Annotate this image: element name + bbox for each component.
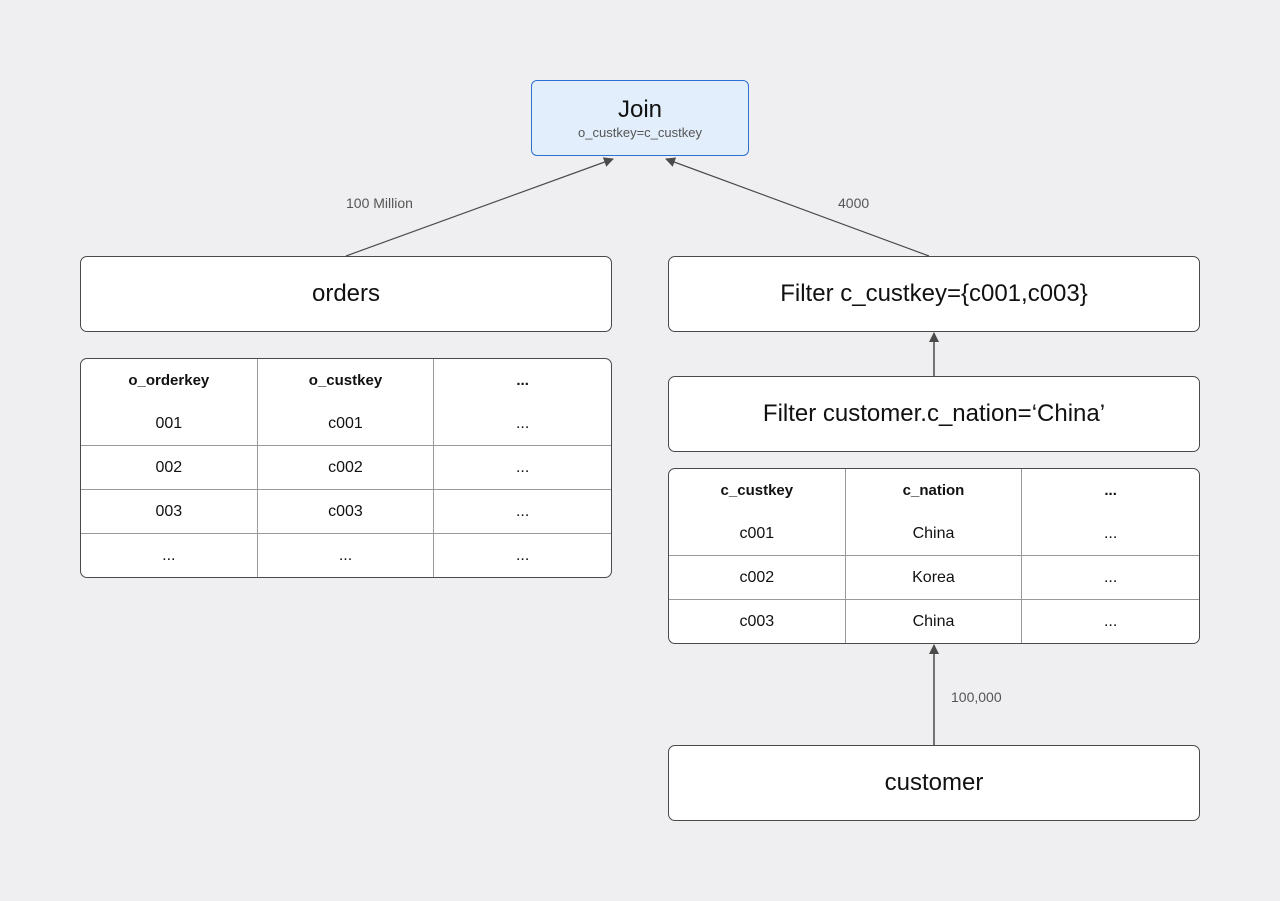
table-row: ... ... ... bbox=[81, 534, 611, 577]
column-header: c_nation bbox=[846, 469, 1023, 512]
table-header-row: c_custkey c_nation ... bbox=[669, 469, 1199, 512]
edge-label-filter: 4000 bbox=[838, 195, 870, 211]
table-cell: ... bbox=[258, 534, 435, 577]
orders-label: orders bbox=[311, 280, 381, 307]
table-cell: 002 bbox=[81, 446, 258, 490]
table-cell: China bbox=[846, 600, 1023, 643]
table-row: c003 China ... bbox=[669, 600, 1199, 643]
table-cell: c001 bbox=[257, 402, 435, 446]
column-header: c_custkey bbox=[669, 469, 846, 512]
filter-nation-label: Filter customer.c_nation=‘China’ bbox=[762, 400, 1106, 427]
edge-filter-to-join bbox=[665, 157, 930, 257]
table-header-row: o_orderkey o_custkey ... bbox=[81, 359, 611, 402]
customer-node: customer bbox=[668, 745, 1200, 821]
table-cell: ... bbox=[1022, 556, 1199, 600]
column-header: o_custkey bbox=[258, 359, 435, 402]
table-cell: c003 bbox=[257, 490, 435, 534]
table-cell: ... bbox=[1022, 512, 1199, 556]
table-cell: c001 bbox=[669, 512, 846, 556]
table-cell: ... bbox=[434, 490, 611, 534]
table-row: c001 China ... bbox=[669, 512, 1199, 556]
table-cell: 003 bbox=[81, 490, 258, 534]
orders-table: o_orderkey o_custkey ... 001 c001 ... 00… bbox=[80, 358, 612, 578]
table-row: c002 Korea ... bbox=[669, 556, 1199, 600]
table-row: 001 c001 ... bbox=[81, 402, 611, 446]
table-cell: Korea bbox=[845, 556, 1023, 600]
column-header: ... bbox=[516, 372, 529, 389]
table-row: 002 c002 ... bbox=[81, 446, 611, 490]
table-cell: c003 bbox=[669, 600, 846, 643]
table-cell: ... bbox=[1103, 612, 1118, 630]
table-cell: c002 bbox=[257, 446, 435, 490]
edge-orders-to-join bbox=[345, 157, 614, 257]
customer-table: c_custkey c_nation ... c001 China ... c0… bbox=[668, 468, 1200, 644]
table-cell: China bbox=[845, 512, 1023, 556]
table-cell: ... bbox=[515, 546, 530, 564]
table-row: 003 c003 ... bbox=[81, 490, 611, 534]
table-cell: ... bbox=[434, 446, 611, 490]
edge-label-customer: 100,000 bbox=[951, 689, 1002, 705]
join-title: Join bbox=[617, 95, 663, 123]
edge-label-orders: 100 Million bbox=[346, 195, 413, 211]
table-cell: c002 bbox=[669, 556, 846, 600]
join-node: Join o_custkey=c_custkey bbox=[531, 80, 749, 156]
table-cell: ... bbox=[81, 534, 258, 577]
filter-custkey-label: Filter c_custkey={c001,c003} bbox=[780, 280, 1088, 307]
filter-custkey-node: Filter c_custkey={c001,c003} bbox=[668, 256, 1200, 332]
filter-nation-node: Filter customer.c_nation=‘China’ bbox=[668, 376, 1200, 452]
column-header: ... bbox=[1104, 482, 1117, 499]
orders-node: orders bbox=[80, 256, 612, 332]
join-condition: o_custkey=c_custkey bbox=[578, 124, 702, 140]
table-cell: 001 bbox=[81, 402, 258, 446]
table-cell: ... bbox=[434, 402, 611, 446]
column-header: o_orderkey bbox=[81, 359, 258, 402]
customer-label: customer bbox=[884, 769, 984, 796]
